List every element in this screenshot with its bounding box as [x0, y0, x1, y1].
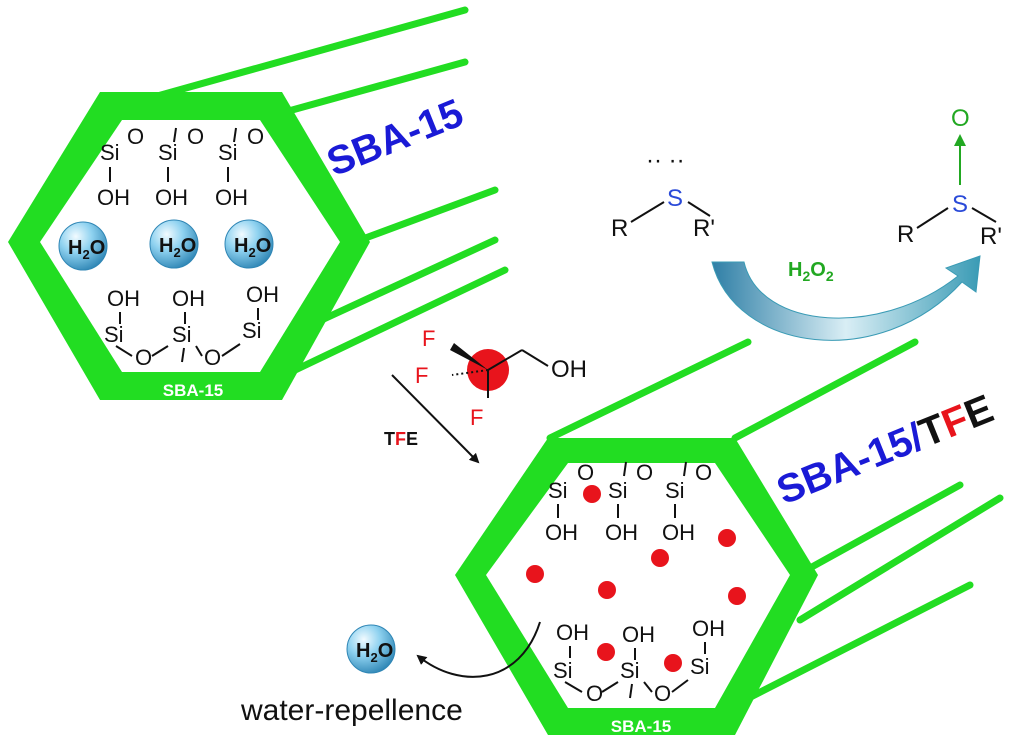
svg-text:OH: OH: [692, 616, 725, 641]
channel-lines-top: [96, 6, 509, 386]
h2o-sphere-icon: H2O: [346, 624, 396, 674]
svg-text:S: S: [667, 185, 683, 212]
svg-text:OH: OH: [662, 520, 695, 545]
red-dot-icon: [728, 587, 746, 605]
svg-text:·· ··: ·· ··: [646, 147, 685, 174]
svg-text:F: F: [470, 405, 483, 430]
water-repellence: H2O water-repellence: [240, 621, 541, 727]
svg-text:OH: OH: [155, 185, 188, 210]
svg-text:O: O: [187, 124, 204, 149]
silanol-row-top-b: Si OH O Si OH O Si OH O: [545, 460, 712, 545]
silanol-row-bottom-a: OH OH OH Si Si Si O O: [104, 282, 279, 370]
svg-text:Si: Si: [608, 478, 628, 503]
svg-text:O: O: [247, 124, 264, 149]
svg-text:H2O: H2O: [159, 235, 196, 260]
svg-text:Si: Si: [690, 654, 710, 679]
svg-text:Si: Si: [218, 140, 238, 165]
tfe-arrow: TFE: [384, 374, 480, 464]
svg-text:Si: Si: [553, 658, 573, 683]
svg-text:Si: Si: [158, 140, 178, 165]
svg-text:Si: Si: [665, 478, 685, 503]
sba15-framework-top: SBA-15 Si OH O Si OH O Si OH O H2O H2O: [8, 6, 509, 400]
silanol-row-top-a: Si OH O Si OH O Si OH O: [97, 124, 264, 210]
svg-text:O: O: [577, 460, 594, 485]
tfe-arrow-label: TFE: [384, 429, 418, 449]
sulfide-reactant: ·· ·· S R R': [611, 147, 715, 242]
red-dot-icon: [664, 654, 682, 672]
svg-text:OH: OH: [246, 282, 279, 307]
h2o-sphere-icon: H2O: [149, 219, 199, 269]
svg-text:O: O: [636, 460, 653, 485]
svg-text:F: F: [415, 363, 428, 388]
tfe-molecule: F F F OH: [415, 326, 587, 430]
svg-text:O: O: [204, 345, 221, 370]
svg-text:H2O: H2O: [68, 237, 105, 262]
svg-text:O: O: [127, 124, 144, 149]
sba15-base-label-bottom: SBA-15: [611, 717, 671, 736]
svg-text:OH: OH: [551, 356, 587, 383]
svg-text:OH: OH: [622, 622, 655, 647]
svg-text:F: F: [422, 326, 435, 351]
water-repellence-label: water-repellence: [240, 694, 463, 727]
svg-text:Si: Si: [548, 478, 568, 503]
hexagon-inner-bottom: [486, 463, 790, 708]
svg-text:OH: OH: [215, 185, 248, 210]
silanol-row-bottom-b: OH OH OH Si Si Si O O: [553, 616, 725, 706]
svg-text:S: S: [952, 191, 968, 218]
svg-text:OH: OH: [97, 185, 130, 210]
svg-text:OH: OH: [605, 520, 638, 545]
curved-arrow-icon: [711, 255, 981, 341]
svg-text:OH: OH: [556, 620, 589, 645]
h2o-sphere-icon: H2O: [224, 219, 274, 269]
h2o-sphere-icon: H2O: [58, 221, 108, 271]
svg-text:R: R: [897, 221, 914, 248]
sba15-tfe-framework: SBA-15 Si OH O Si OH O Si OH O: [455, 338, 1004, 736]
svg-text:Si: Si: [242, 318, 262, 343]
svg-text:O: O: [951, 105, 970, 132]
red-dot-icon: [598, 581, 616, 599]
oxidant-label: H2O2: [788, 259, 834, 284]
svg-text:R': R': [980, 223, 1002, 250]
svg-text:Si: Si: [100, 140, 120, 165]
tfe-dots: [526, 485, 746, 672]
sba15-tfe-title-label: SBA-15/TFE: [771, 387, 1000, 514]
sba15-base-label-top: SBA-15: [163, 381, 223, 400]
svg-text:H2O: H2O: [234, 235, 271, 260]
svg-text:OH: OH: [172, 286, 205, 311]
red-dot-icon: [583, 485, 601, 503]
svg-text:OH: OH: [107, 286, 140, 311]
red-dot-icon: [597, 643, 615, 661]
sba15-title-label: SBA-15: [321, 91, 469, 185]
svg-text:O: O: [654, 681, 671, 706]
svg-text:O: O: [586, 681, 603, 706]
svg-text:R': R': [693, 215, 715, 242]
svg-text:O: O: [695, 460, 712, 485]
repel-arrow: [416, 621, 541, 678]
red-dot-icon: [718, 529, 736, 547]
red-dot-icon: [651, 549, 669, 567]
svg-text:OH: OH: [545, 520, 578, 545]
svg-text:O: O: [135, 345, 152, 370]
svg-text:Si: Si: [104, 322, 124, 347]
channel-lines-bottom: [546, 338, 1004, 709]
sulfoxide-product: O S R R': [897, 105, 1002, 250]
svg-text:H2O: H2O: [356, 640, 393, 665]
svg-text:Si: Si: [620, 658, 640, 683]
svg-text:R: R: [611, 215, 628, 242]
svg-text:Si: Si: [172, 322, 192, 347]
red-dot-icon: [526, 565, 544, 583]
